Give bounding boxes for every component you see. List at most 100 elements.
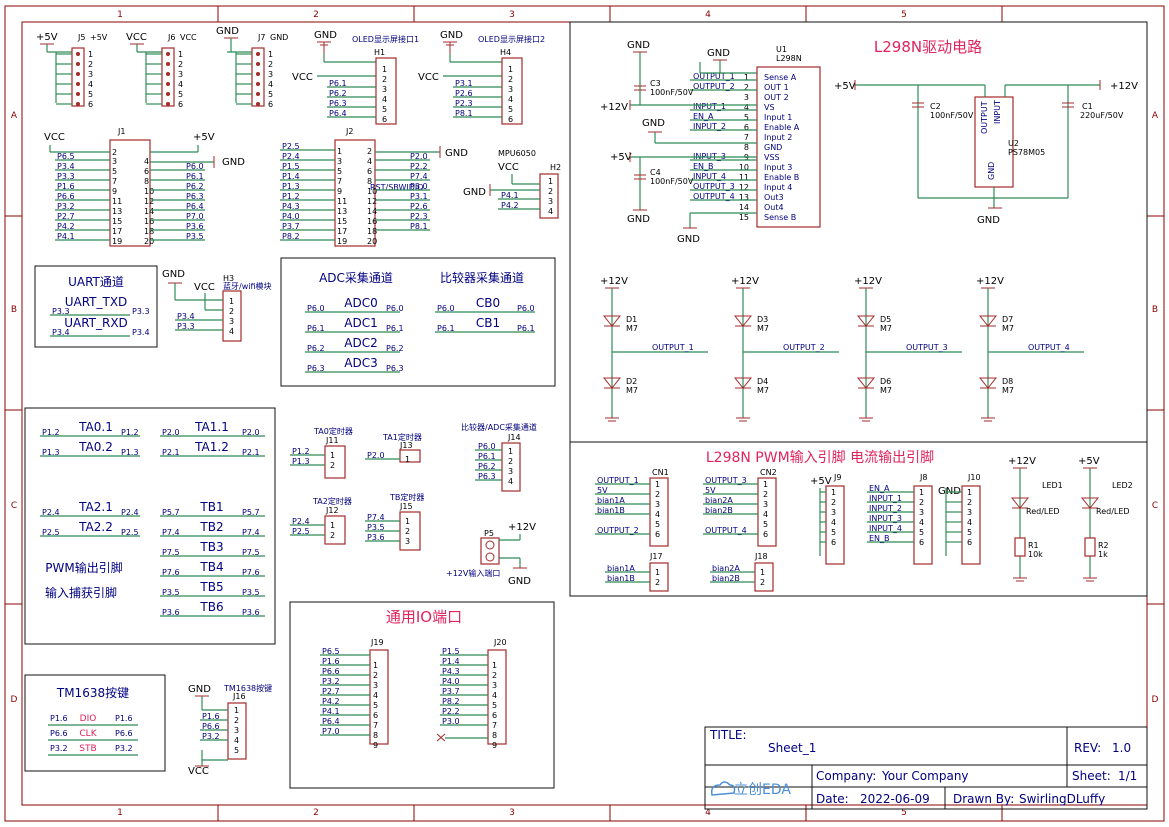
c4-val: 100nF/50V xyxy=(650,177,694,186)
j-ref: J17 xyxy=(649,552,663,561)
pin-number: 5 xyxy=(382,105,387,114)
pin-dot xyxy=(76,72,80,76)
net-label: bian1A xyxy=(607,564,635,573)
pin-number: 1 xyxy=(405,517,410,526)
j10-body xyxy=(961,485,981,565)
pin-number: 6 xyxy=(744,123,749,132)
pin-number: 2 xyxy=(268,60,273,69)
pin-number: 1 xyxy=(330,521,335,530)
power-label: +5V xyxy=(610,152,632,163)
diode-triangle xyxy=(733,315,753,327)
led-value: Red/LED xyxy=(1096,507,1130,516)
pin-number: 5 xyxy=(831,528,836,537)
pwm-channel: TB5 xyxy=(199,580,223,594)
net-label: P2.0 xyxy=(242,428,260,437)
pin-number: 2 xyxy=(655,490,660,499)
pin-number: 1 xyxy=(88,50,93,59)
pin-number: 3 xyxy=(548,197,553,206)
border-row-label: B xyxy=(1152,305,1158,315)
diode-triangle xyxy=(856,315,876,327)
power-label: +12V xyxy=(1110,81,1138,92)
header-ref: J6 xyxy=(167,33,175,42)
pin-name: Sense A xyxy=(764,73,797,82)
pin-dot xyxy=(256,102,260,106)
net-label: P8.2 xyxy=(282,232,300,241)
pin-number: 4 xyxy=(229,327,234,336)
net-label: P1.6 xyxy=(57,182,75,191)
pin-number: 2 xyxy=(229,307,234,316)
net-label: P7.4 xyxy=(162,528,180,537)
pin-number: 4 xyxy=(548,207,553,216)
border-col-label: 2 xyxy=(313,808,319,818)
pwm-channel: TA0.1 xyxy=(78,420,113,434)
border-col-label: 5 xyxy=(901,808,907,818)
pin-number: 2 xyxy=(405,527,410,536)
net-label: P6.2 xyxy=(329,89,347,98)
pin-number: 8 xyxy=(492,731,497,740)
gnd-label: GND xyxy=(677,234,700,245)
pin-number: 6 xyxy=(178,100,183,109)
pin-number: 19 xyxy=(337,237,347,246)
pin-number: 7 xyxy=(337,177,342,186)
pin-number: 4 xyxy=(178,80,183,89)
pin-number: 2 xyxy=(382,75,387,84)
net-label: bian2B xyxy=(705,506,733,515)
pin-number: 6 xyxy=(382,115,387,124)
sheet-label: Sheet: xyxy=(1072,769,1111,783)
u2-part: PS78M05 xyxy=(1008,148,1045,157)
gnd-label: GND xyxy=(977,215,1000,226)
net-label: P4.1 xyxy=(57,232,75,241)
border-row-label: B xyxy=(11,305,17,315)
pin-number: 12 xyxy=(367,197,377,206)
net-label: OUTPUT_2 xyxy=(693,82,735,91)
j19-body xyxy=(369,649,389,745)
net-label: OUTPUT_1 xyxy=(597,476,639,485)
gnd-label: GND xyxy=(216,26,239,37)
pin-number: 1 xyxy=(178,50,183,59)
pwm-channel: TB2 xyxy=(199,520,223,534)
uart-tx: UART_TXD xyxy=(65,295,128,309)
net-label: P2.5 xyxy=(292,527,310,536)
pin-number: 1 xyxy=(373,661,378,670)
pin-number: 1 xyxy=(967,488,972,497)
tm1638-title: TM1638按键 xyxy=(56,686,129,700)
pin-number: 6 xyxy=(655,530,660,539)
pin-dot xyxy=(256,92,260,96)
pin-number: 5 xyxy=(508,105,513,114)
j14-title: 比较器/ADC采集通道 xyxy=(461,422,537,432)
net-label: INPUT_1 xyxy=(693,102,726,111)
net-label: P3.6 xyxy=(242,608,260,617)
net-label: P2.4 xyxy=(42,508,60,517)
pin-number: 16 xyxy=(144,217,154,226)
header-net: +5V xyxy=(90,33,108,42)
power-label: +12V xyxy=(600,102,628,113)
oled-header-body xyxy=(501,57,523,125)
pin-number: 4 xyxy=(234,736,239,745)
net-label: INPUT_1 xyxy=(869,494,902,503)
vcc-label: VCC xyxy=(498,162,519,173)
resistor-ref: R1 xyxy=(1028,541,1039,550)
pin-number: 1 xyxy=(508,65,513,74)
net-label: P1.3 xyxy=(292,457,310,466)
pin-number: 20 xyxy=(144,237,154,246)
net-label: P3.2 xyxy=(115,744,133,753)
c3-ref: C3 xyxy=(650,79,661,88)
net-label: P1.2 xyxy=(42,428,60,437)
pin-number: 4 xyxy=(508,95,513,104)
net-label: P6.2 xyxy=(186,182,204,191)
power-label: +5V xyxy=(193,132,215,143)
pin-number: 10 xyxy=(739,163,749,172)
net-label: P1.5 xyxy=(442,647,460,656)
net-label: P6.4 xyxy=(322,717,340,726)
diode-ref: D4 xyxy=(757,377,768,386)
net-label: P6.5 xyxy=(322,647,340,656)
timer-title: TA1定时器 xyxy=(382,432,422,442)
net-label: P7.6 xyxy=(162,568,180,577)
net-label: P2.1 xyxy=(162,448,180,457)
border-col-label: 1 xyxy=(117,10,123,20)
pin-number: 2 xyxy=(330,461,335,470)
diode-triangle xyxy=(978,377,998,389)
j16-title: TM1638按键 xyxy=(223,683,272,693)
pin-number: 4 xyxy=(382,95,387,104)
